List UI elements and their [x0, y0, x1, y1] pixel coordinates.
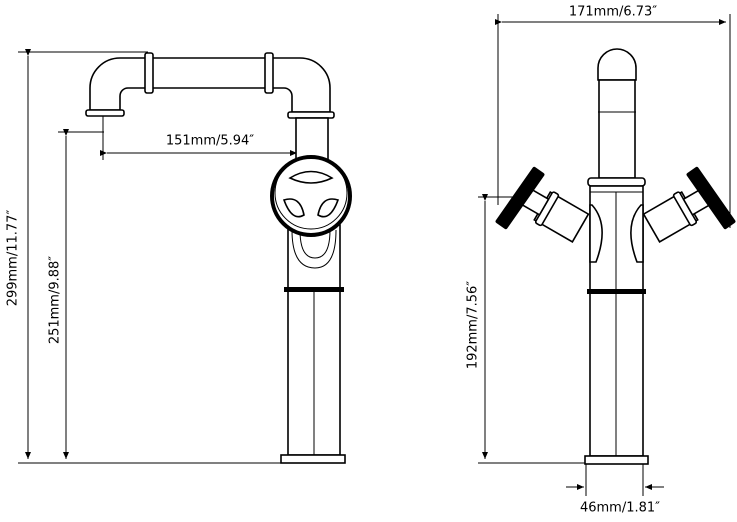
- base-diameter-label: 46mm/1.81″: [579, 500, 661, 516]
- spout-reach-label: 151mm/5.94″: [165, 133, 255, 149]
- faucet-front-view: [495, 48, 736, 465]
- total-height-label: 299mm/11.77″: [5, 209, 21, 307]
- spout-height-label: 251mm/9.88″: [47, 255, 63, 345]
- total-width-label: 171mm/6.73″: [568, 4, 658, 20]
- faucet-side-view: [85, 52, 352, 464]
- handle-height-label: 192mm/7.56″: [465, 280, 481, 370]
